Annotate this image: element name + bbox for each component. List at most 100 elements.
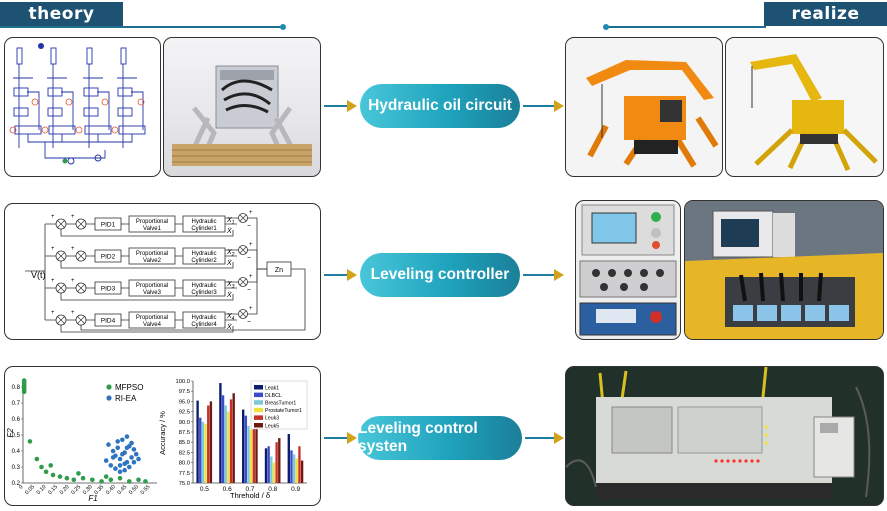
scatter-point-riea [122,461,127,467]
valve-label-1: Proportional [136,251,168,257]
valve-label-2: Valve1 [143,226,162,232]
scatter-point-riea [113,466,118,471]
orange-crane-photo [565,37,723,177]
bar-xtick-label: 0.7 [245,486,254,493]
scatter-point-mfpso [43,469,49,475]
scatter-point-mfpso [27,439,33,444]
valve-label-1: Proportional [136,219,168,225]
row3-arrow-in [324,432,357,444]
svg-text:+: + [51,214,55,220]
scatter-xtick-label: 0.15 [47,484,59,496]
svg-text:+: + [249,242,253,248]
bar-leak1 [242,409,245,483]
bar-dlbcl [290,450,293,483]
scatter-point-mfpso [48,463,54,468]
pid-label: PID4 [101,318,116,325]
row3-label: Leveling control systen [358,420,478,455]
valve-block [128,279,176,297]
pid-label: PID3 [101,286,116,293]
pid-block [94,249,122,263]
scatter-point-mfpso [21,389,27,395]
valve-block [128,311,176,329]
scatter-point-riea [110,448,116,454]
realize-tag-underline [606,26,766,28]
bar-leuk3 [229,399,233,483]
bar-dlbcl [221,395,225,483]
cylinder-block [182,311,226,329]
row1-label-pill: Hydraulic oil circuit [360,84,520,128]
svg-text:+: + [71,246,75,252]
bar-leuk3 [275,442,278,483]
bar-legend-label: ProstateTumor1 [265,408,302,414]
bar-ytick-label: 75.0 [179,481,190,487]
valve-block [128,247,176,265]
scatter-ytick-label: 0.8 [12,385,21,391]
bar-breastumor1 [201,421,205,483]
cylinder-label-1: Hydraulic [191,283,216,289]
test-rig-photo [163,37,321,177]
bar-leak1 [287,434,290,483]
bar-legend-swatch [254,385,263,390]
scatter-point-riea [117,469,123,475]
svg-text:−: − [247,319,251,326]
realize-tag: realize [764,2,887,26]
bar-legend-label: BreasTumor1 [265,401,296,407]
scatter-ytick-label: 0.6 [12,417,21,423]
bar-leak1 [196,400,199,483]
bar-ytick-label: 87.5 [179,430,190,436]
theory-line-dot [280,24,286,30]
bar-prostatetumor1 [250,429,253,483]
cylinder-label-2: Cylinder4 [191,322,217,328]
velocity-output-label: Ẋ [226,291,232,299]
svg-text:+: + [71,278,75,284]
valve-label-2: Valve2 [143,258,162,264]
bar-xtick-label: 0.8 [268,486,277,493]
row3-label-pill: Leveling control systen [358,416,522,460]
pid-block [94,313,122,327]
scatter-point-mfpso [71,477,77,483]
scatter-xtick-label: 0.55 [140,484,152,496]
scatter-xtick-label: 0.30 [82,484,94,496]
row2-label: Leveling controller [370,266,510,283]
bar-legend-label: DLBCL [265,393,282,399]
bar-legend-swatch [254,400,263,405]
row1-arrow-in [324,100,357,112]
bar-breastumor1 [292,454,296,483]
svg-text:+: + [249,210,253,216]
bar-ytick-label: 90.0 [179,420,190,426]
scatter-xtick-label: 0 [18,484,24,490]
row2-label-pill: Leveling controller [360,253,520,297]
hydraulic-schematic-drawing [9,43,146,165]
hydraulic-schematic-panel [4,37,161,177]
cylinder-block [182,247,226,265]
bar-ytick-label: 100.0 [175,379,190,385]
svg-text:+: + [51,278,55,284]
valve-block [128,215,176,233]
scatter-xtick-label: 0.35 [93,484,105,496]
svg-text:+: + [51,246,55,252]
scatter-xtick-label: 0.05 [24,484,36,496]
bar-dlbcl [244,415,248,483]
scatter-xtick-label: 0.45 [117,484,129,496]
bar-legend-label: Leuk5 [265,423,279,429]
cabin-controller-illustration [685,201,883,339]
svg-text:+: + [249,306,253,312]
pid-label: PID2 [101,254,116,261]
zn-block-label: Zn [275,267,283,274]
scatter-point-mfpso [64,475,70,481]
realize-tag-label: realize [791,4,860,24]
bar-leak1 [219,383,222,483]
pid-block [94,281,122,295]
scatter-point-mfpso [39,464,44,470]
scatter-point-riea [117,463,123,468]
controller-panels-photo [575,200,681,340]
yellow-crane-photo [725,37,884,177]
bar-legend-swatch [254,407,263,413]
bar-leuk3 [207,405,210,483]
